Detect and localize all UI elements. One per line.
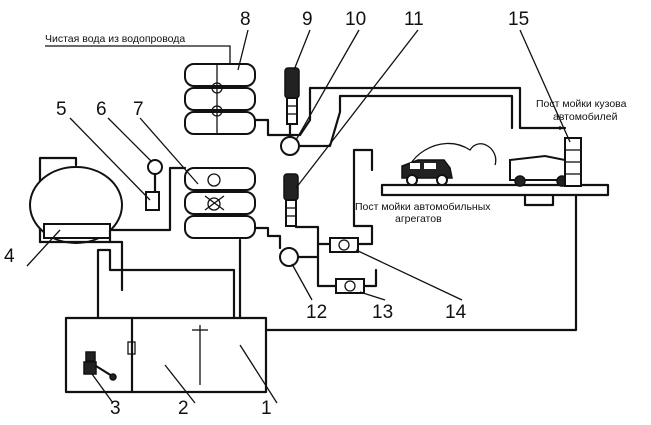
body-wash-label-1: Пост мойки кузова xyxy=(536,98,627,110)
settling-tank xyxy=(64,316,268,394)
jeep-vehicle xyxy=(401,159,453,186)
body-wash-label-2: автомобилей xyxy=(553,111,618,123)
ref-number-3: 3 xyxy=(110,398,121,419)
pump-lower xyxy=(283,173,299,227)
ref-number-10: 10 xyxy=(345,9,366,30)
ref-number-7: 7 xyxy=(133,99,144,120)
ref-number-5: 5 xyxy=(56,99,67,120)
ref-number-13: 13 xyxy=(372,302,393,323)
van-vehicle xyxy=(509,154,576,187)
valve-14 xyxy=(329,237,359,253)
gauge-lower xyxy=(279,247,299,267)
ref-number-9: 9 xyxy=(302,9,313,30)
valve-13 xyxy=(335,278,365,294)
pressure-regulator xyxy=(145,159,163,211)
ref-number-1: 1 xyxy=(261,398,272,419)
pump-upper xyxy=(284,67,300,125)
piping xyxy=(45,45,578,332)
filter-upper xyxy=(184,63,256,135)
ref-number-11: 11 xyxy=(404,9,424,30)
clean-water-label: Чистая вода из водопровода xyxy=(45,33,185,45)
ref-number-2: 2 xyxy=(178,398,189,419)
ref-number-6: 6 xyxy=(96,99,107,120)
unit-wash-label-1: Пост мойки автомобильных xyxy=(355,201,491,213)
filter-lower xyxy=(184,167,256,239)
ref-number-12: 12 xyxy=(306,302,327,323)
ref-number-14: 14 xyxy=(445,302,467,323)
ref-number-4: 4 xyxy=(4,246,15,267)
unit-wash-label-2: агрегатов xyxy=(395,213,442,225)
ref-number-15: 15 xyxy=(508,9,529,30)
body-wash-unit xyxy=(564,137,582,187)
leader-lines xyxy=(26,29,571,404)
ref-number-8: 8 xyxy=(240,9,251,30)
pressure-tank xyxy=(29,156,124,244)
float-valve xyxy=(83,351,117,381)
